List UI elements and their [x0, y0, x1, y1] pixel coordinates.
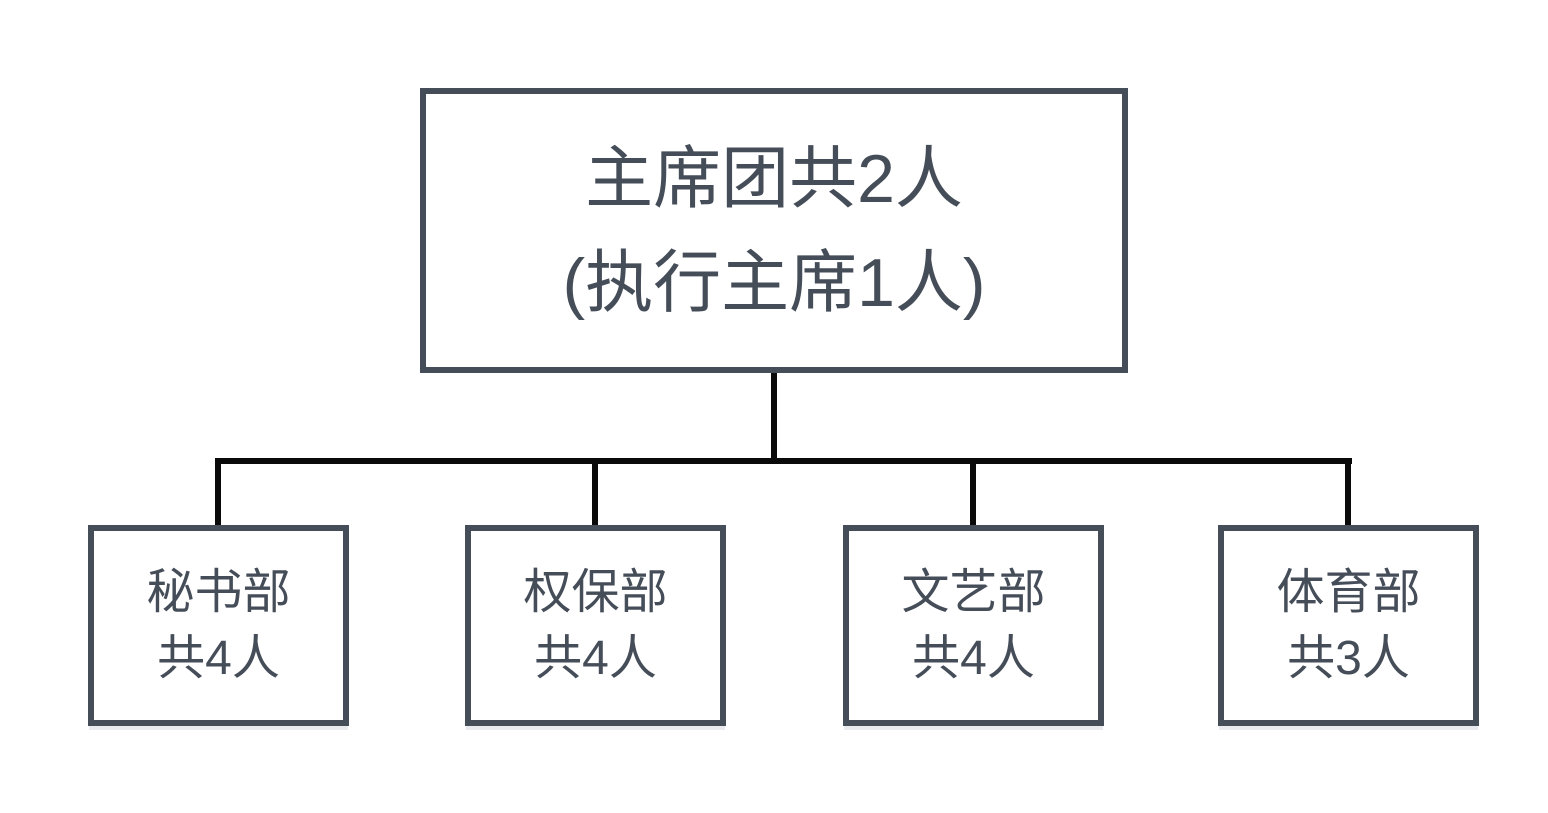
org-node-rights: 权保部 共4人: [465, 525, 726, 726]
org-node-presidium: 主席团共2人 (执行主席1人): [420, 88, 1128, 373]
connector-drop-secretariat: [215, 458, 221, 525]
connector-drop-sports: [1345, 458, 1351, 525]
org-node-secretariat-name: 秘书部: [146, 565, 291, 619]
connector-drop-rights: [592, 458, 598, 525]
org-node-secretariat-count: 共4人: [157, 631, 280, 685]
org-node-presidium-title: 主席团共2人: [585, 140, 963, 217]
connector-horizontal-rail: [215, 458, 1352, 464]
org-node-presidium-subtitle: (执行主席1人): [562, 244, 986, 321]
connector-root-stem: [771, 373, 777, 464]
org-node-sports-name: 体育部: [1276, 565, 1421, 619]
org-node-arts: 文艺部 共4人: [843, 525, 1104, 726]
connector-drop-arts: [970, 458, 976, 525]
org-node-rights-count: 共4人: [534, 631, 657, 685]
org-node-sports-count: 共3人: [1287, 631, 1410, 685]
org-node-arts-name: 文艺部: [901, 565, 1046, 619]
org-node-secretariat: 秘书部 共4人: [88, 525, 349, 726]
org-node-sports: 体育部 共3人: [1218, 525, 1479, 726]
org-node-arts-count: 共4人: [912, 631, 1035, 685]
org-node-rights-name: 权保部: [523, 565, 668, 619]
